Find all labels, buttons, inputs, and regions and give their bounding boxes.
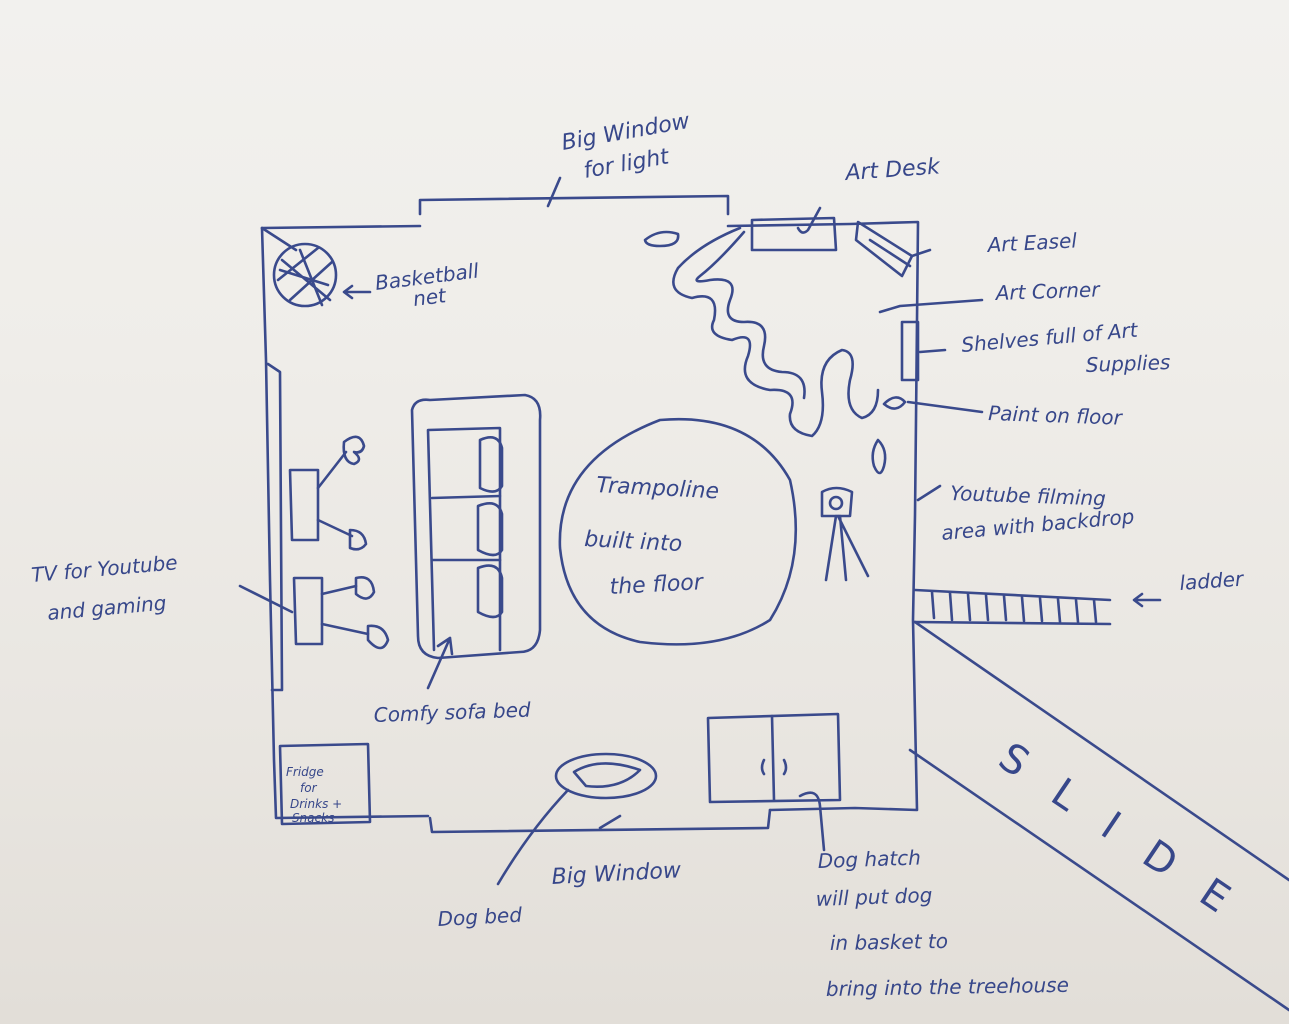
label-youtube-filming-line1: Youtube filming [950,481,1106,510]
label-dog-hatch-line1: Dog hatch [817,845,921,873]
label-trampoline-line3: the floor [609,570,705,600]
art-easel-icon [854,220,932,278]
dog-hatch-icon [706,712,842,852]
art-desk-icon [750,206,838,252]
bottom-window [428,808,772,834]
slide-icon [908,620,1289,1012]
tv-icon [238,362,324,692]
trampoline-icon [558,417,798,646]
label-tv-line2: and gaming [46,591,167,625]
label-shelves-line1: Shelves full of Art [960,318,1139,357]
label-shelves-line2: Supplies [1085,350,1170,377]
label-big-window-bottom: Big Window [551,858,683,890]
art-corner-pointer [878,298,984,314]
fridge-icon [278,742,372,826]
ladder-icon [913,588,1162,626]
label-trampoline-line1: Trampoline [596,473,720,504]
camera-tripod-icon [820,484,942,582]
label-art-desk: Art Desk [843,154,942,186]
label-big-window-top-line1: Big Window [560,109,693,156]
label-tv-line1: TV for Youtube [30,550,178,587]
label-fridge-line3: Drinks + [290,797,342,811]
basketball-net-icon [260,226,372,308]
label-trampoline-line2: built into [584,527,683,557]
label-basketball-net-line2: net [412,283,449,311]
label-youtube-filming-line2: area with backdrop [940,504,1135,545]
label-fridge-line2: for [300,781,318,795]
label-fridge-line1: Fridge [286,765,324,779]
label-art-easel: Art Easel [985,228,1078,257]
label-dog-hatch-line2: will put dog [815,883,932,911]
label-ladder: ladder [1179,566,1246,595]
room-walls [260,220,920,820]
dog-bed-icon [496,752,658,886]
label-art-corner: Art Corner [993,277,1101,305]
label-sofa-bed: Comfy sofa bed [373,698,531,727]
label-dog-hatch-line4: bring into the treehouse [826,973,1069,1001]
shelves-icon [900,320,947,382]
paint-squiggle-icon [643,226,984,475]
top-window [418,176,730,216]
label-dog-bed: Dog bed [437,903,523,931]
label-fridge-line4: Snacks [292,811,334,825]
label-dog-hatch-line3: in basket to [830,929,949,955]
controller-icons [316,435,390,650]
label-paint-on-floor: Paint on floor [988,401,1124,430]
sofa-icon [410,393,542,690]
